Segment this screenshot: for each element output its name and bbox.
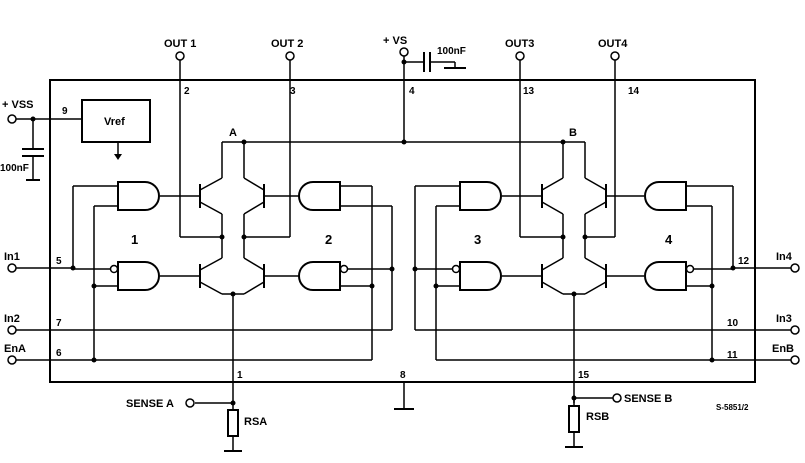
out2-label: OUT 2 <box>271 38 303 50</box>
sense-b-pin: 15 <box>578 370 590 381</box>
out1-label: OUT 1 <box>164 38 196 50</box>
in1-pin: In1 5 <box>4 251 73 273</box>
bridge-b-transistors <box>502 141 644 403</box>
and-gate-3a <box>459 181 502 211</box>
rsa-label: RSA <box>244 416 267 428</box>
ena-pin: EnA 6 <box>4 343 372 365</box>
vss-cap-label: 100nF <box>0 163 29 174</box>
vs-pin: 4 <box>409 86 415 97</box>
bridge-3-label: 3 <box>474 232 481 247</box>
vref-label: Vref <box>104 116 125 128</box>
in1-pin-number: 5 <box>56 256 62 267</box>
vs-cap-label: 100nF <box>437 46 466 57</box>
and-gate-1a <box>117 181 160 211</box>
left-logic-wiring <box>70 185 395 363</box>
vs-label: + VS <box>383 35 407 47</box>
rsb-resistor <box>568 405 580 433</box>
gnd-pin: 8 <box>394 370 414 410</box>
out1-terminal: OUT 1 2 <box>164 38 196 237</box>
rsa-resistor <box>227 409 239 437</box>
out1-pin: 2 <box>184 86 190 97</box>
and-gate-3b <box>459 261 502 291</box>
sense-b: 15 SENSE B RSB <box>565 370 672 448</box>
in4-label: In4 <box>776 251 793 263</box>
in4-pin-number: 12 <box>738 256 750 267</box>
out4-pin: 14 <box>628 86 640 97</box>
bridge-1-label: 1 <box>131 232 138 247</box>
in1-label: In1 <box>4 251 20 263</box>
drawing-code: S-5851/2 <box>716 403 749 412</box>
and-gate-2a <box>298 181 341 211</box>
in4-pin: In4 12 <box>733 251 800 273</box>
ena-pin-number: 6 <box>56 348 62 359</box>
and-gate-4b <box>644 261 687 291</box>
out2-pin: 3 <box>290 86 296 97</box>
vss-supply: + VSS 100nF 9 <box>0 99 82 181</box>
out4-label: OUT4 <box>598 38 628 50</box>
ena-label: EnA <box>4 343 26 355</box>
vss-label: + VSS <box>2 99 34 111</box>
enb-pin-number: 11 <box>727 350 738 361</box>
bridge-4-label: 4 <box>665 232 673 247</box>
in2-pin-number: 7 <box>56 318 62 329</box>
node-a: A <box>229 127 237 139</box>
sense-a-label: SENSE A <box>126 398 174 410</box>
in3-label: In3 <box>776 313 792 325</box>
enb-label: EnB <box>772 343 794 355</box>
sense-a-pin: 1 <box>237 370 243 381</box>
in2-pin: In2 7 <box>4 313 392 335</box>
out3-label: OUT3 <box>505 38 534 50</box>
out3-terminal: OUT3 13 <box>505 38 535 237</box>
in3-pin-number: 10 <box>727 318 739 329</box>
in3-pin: In3 10 <box>414 269 800 335</box>
bridge-2-label: 2 <box>325 232 332 247</box>
and-gate-4a <box>644 181 687 211</box>
out3-pin: 13 <box>523 86 535 97</box>
and-gate-2b <box>298 261 341 291</box>
and-gate-1b <box>117 261 160 291</box>
in2-label: In2 <box>4 313 20 325</box>
enb-pin: EnB 11 <box>712 343 800 365</box>
gnd-pin-number: 8 <box>400 370 406 381</box>
node-b: B <box>569 127 577 139</box>
sense-a: 1 SENSE A RSA <box>126 370 267 452</box>
vref-block: Vref <box>81 99 151 160</box>
right-logic-wiring <box>412 185 736 363</box>
vss-pin: 9 <box>62 106 68 117</box>
rsb-label: RSB <box>586 411 609 423</box>
sense-b-label: SENSE B <box>624 393 672 405</box>
out2-terminal: OUT 2 3 <box>271 38 303 237</box>
out4-terminal: OUT4 14 <box>598 38 640 237</box>
bridge-a-transistors <box>160 141 300 403</box>
chip-body <box>49 79 756 383</box>
vs-supply: + VS 100nF 4 <box>383 35 466 145</box>
